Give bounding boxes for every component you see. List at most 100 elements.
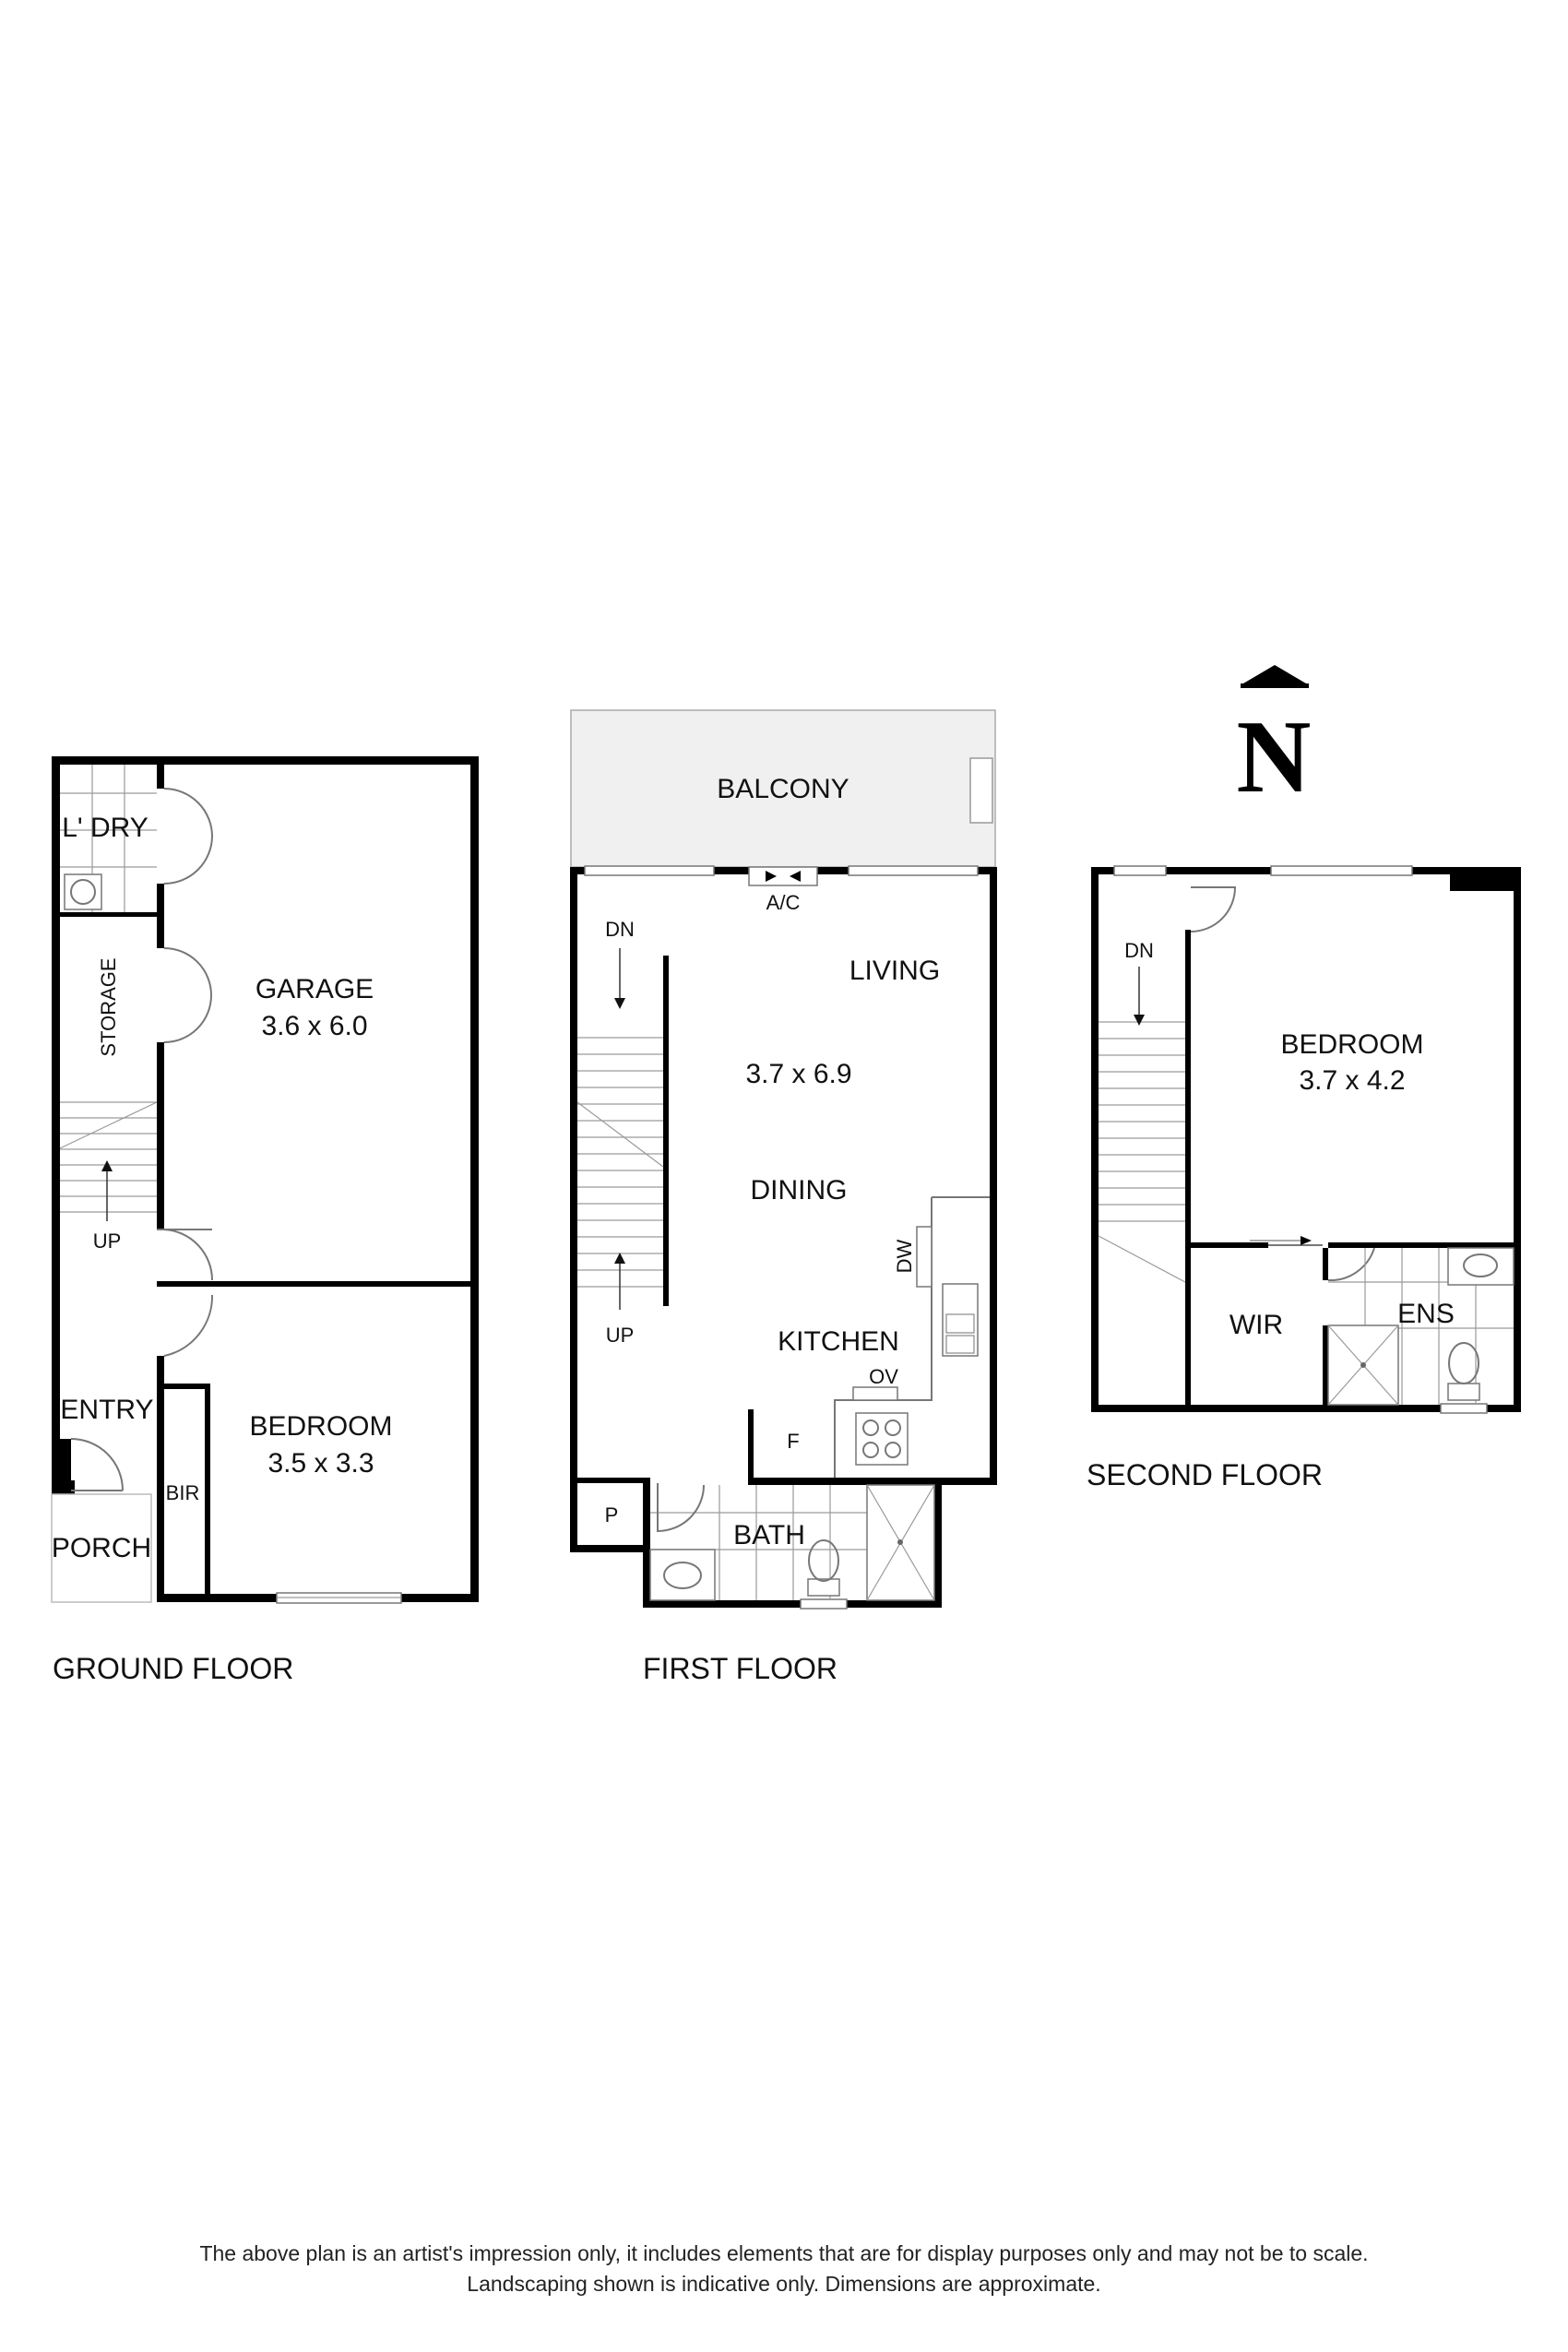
sf-bedroom-label: BEDROOM [1280, 1029, 1423, 1060]
ff-pantry-label: P [605, 1503, 619, 1526]
gf-storage-door-swing [163, 947, 212, 1043]
gf-wall-bir-right [205, 1384, 210, 1602]
gf-wall-laundry-bottom [60, 912, 157, 917]
ff-window-1 [584, 865, 715, 876]
ff-ac-unit [748, 866, 818, 886]
ground-floor-plan: L' DRY STORAGE GARAGE 3.6 x 6.0 UP ENTRY… [51, 756, 479, 1685]
gf-wall-bedroom-left [157, 1356, 164, 1602]
ff-bath-label: BATH [733, 1520, 805, 1550]
ff-balcony-bench [969, 757, 993, 824]
sf-bedroom-door-swing [1190, 886, 1237, 932]
gf-entry-door-swing [70, 1438, 124, 1491]
sf-wir-label: WIR [1229, 1310, 1283, 1340]
gf-laundry-label: L' DRY [62, 813, 148, 843]
disclaimer-line-1: The above plan is an artist's impression… [199, 2241, 1369, 2265]
sf-bedroom-size: 3.7 x 4.2 [1299, 1065, 1405, 1096]
ff-balcony-label: BALCONY [717, 774, 849, 804]
sf-wall-left [1091, 867, 1099, 1412]
ff-kitchen-label: KITCHEN [778, 1326, 899, 1357]
gf-wall-garage-left-mid [157, 884, 164, 948]
ff-vanity [649, 1549, 716, 1601]
gf-wall-left [52, 756, 60, 1494]
gf-staircase [59, 1101, 158, 1213]
gf-wall-entry-left [60, 1439, 71, 1494]
sf-wall-wir-top [1185, 1242, 1268, 1248]
ff-wall-kitchen-bottom [749, 1478, 997, 1485]
gf-garage-door-swing [157, 1229, 214, 1281]
gf-garage-label: GARAGE [255, 974, 374, 1004]
sf-wall-wir-ens [1323, 1248, 1328, 1280]
ff-wall-stair-divider [663, 956, 669, 1306]
gf-wall-right [470, 756, 479, 1602]
ff-dw-label: DW [893, 1239, 916, 1273]
gf-stair-up-label: UP [93, 1229, 122, 1253]
ff-wall-pantry-bottom [570, 1545, 650, 1552]
sf-ens-door-swing [1327, 1247, 1375, 1282]
sf-ens-window [1440, 1403, 1488, 1414]
gf-bedroom-label: BEDROOM [249, 1411, 392, 1442]
ff-bath-window [800, 1598, 848, 1610]
gf-entry-label: ENTRY [60, 1395, 153, 1425]
sf-toilet-cistern [1447, 1383, 1480, 1401]
north-label: N [1237, 700, 1312, 814]
gf-garage-size: 3.6 x 6.0 [261, 1011, 367, 1041]
sf-wall-stair [1185, 930, 1191, 1412]
sf-wall-right [1514, 867, 1521, 1412]
ff-toilet-cistern [807, 1578, 840, 1597]
gf-bir-label: BIR [166, 1481, 200, 1504]
north-compass: N [1237, 665, 1312, 814]
ff-balcony-area [570, 709, 996, 868]
sf-corner-block [1450, 867, 1521, 891]
ff-basin-icon [663, 1562, 702, 1589]
ff-kitchen-bench [834, 1196, 990, 1478]
ff-ac-label: A/C [766, 891, 801, 914]
ff-stair-up-label: UP [606, 1324, 635, 1347]
gf-wall-garage-bedroom [157, 1281, 479, 1287]
sf-floor-title: SECOND FLOOR [1087, 1458, 1323, 1491]
ff-wall-bath-right [934, 1478, 942, 1608]
north-arrow-base [1241, 683, 1309, 688]
gf-porch-label: PORCH [52, 1533, 151, 1563]
ff-floor-title: FIRST FLOOR [643, 1652, 837, 1685]
ff-stair-down-label: DN [605, 918, 635, 941]
gf-wall-bir-top [164, 1384, 208, 1389]
north-arrow-icon [1243, 665, 1306, 683]
gf-porch-outline [51, 1493, 152, 1603]
ff-dishwasher [916, 1226, 932, 1288]
ff-oven-label: OV [869, 1365, 898, 1388]
second-floor-plan: DN BEDROOM 3.7 x 4.2 WIR ENS SECOND FLOO… [1087, 865, 1521, 1491]
ff-wall-left [570, 867, 577, 1552]
sf-basin-icon [1463, 1253, 1498, 1277]
ff-staircase [576, 1037, 664, 1288]
ff-fridge-label: F [787, 1430, 799, 1453]
gf-wall-top [52, 756, 479, 765]
gf-floor-title: GROUND FLOOR [53, 1652, 293, 1685]
ff-dining-label: DINING [751, 1175, 848, 1206]
ff-window-2 [848, 865, 979, 876]
gf-bedroom-size: 3.5 x 3.3 [267, 1448, 374, 1479]
sf-ens-label: ENS [1397, 1299, 1455, 1329]
sf-wall-bottom [1091, 1405, 1521, 1412]
gf-wall-garage-left-low [157, 1042, 164, 1229]
ff-wall-bath-bottom [643, 1600, 942, 1608]
gf-laundry-door-swing [163, 788, 213, 885]
disclaimer-line-2: Landscaping shown is indicative only. Di… [467, 2272, 1101, 2296]
ff-wall-right [990, 867, 997, 1485]
ff-toilet-icon [808, 1539, 839, 1582]
sf-stair-down-label: DN [1124, 939, 1154, 962]
sf-staircase [1098, 1021, 1186, 1283]
ff-cooktop-icon [855, 1412, 909, 1466]
sf-wall-wir-ens-low [1323, 1325, 1328, 1412]
ff-sink-icon [942, 1283, 979, 1357]
ff-wall-fridge [748, 1409, 754, 1485]
gf-wall-garage-left-top [157, 765, 164, 789]
first-floor-plan: BALCONY A/C DN UP LIVING 3.7 x 6.9 DININ… [570, 709, 997, 1685]
sf-window-1 [1113, 865, 1167, 876]
ff-living-label: LIVING [849, 956, 940, 986]
ff-living-size: 3.7 x 6.9 [745, 1059, 851, 1089]
gf-bedroom-door-swing [163, 1294, 214, 1357]
sf-window-2 [1270, 865, 1413, 876]
ff-wall-pantry-top [570, 1478, 650, 1483]
